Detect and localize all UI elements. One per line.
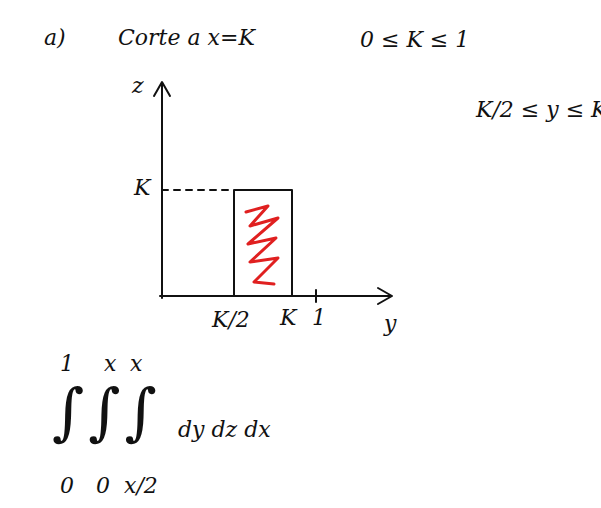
shaded-region (246, 206, 278, 284)
limit: 1 (60, 352, 74, 376)
axis-value: K (280, 306, 296, 330)
axis-value: 1 (312, 306, 326, 330)
axis-value: K/2 (212, 308, 250, 332)
y-arrow (378, 288, 392, 304)
integral-sign: ∫∫∫ (52, 378, 161, 446)
differential: dy dz dx (178, 418, 271, 442)
axis-name: z (132, 74, 144, 98)
heading-note: Corte a x=K (118, 26, 255, 50)
limit: x/2 (124, 474, 158, 498)
y-axis (160, 295, 390, 297)
tick (315, 290, 317, 302)
limit: 0 (96, 474, 110, 498)
range-note: 0 ≤ K ≤ 1 (360, 28, 469, 52)
part-label: a) (44, 26, 66, 50)
axis-value: K (134, 176, 150, 200)
limit: x (104, 352, 116, 376)
section-rectangle (234, 190, 292, 296)
axis-name: y (384, 312, 396, 336)
range-note: K/2 ≤ y ≤ K (476, 98, 601, 122)
z-arrow (154, 82, 170, 96)
limit: x (130, 352, 142, 376)
dashed-guide (162, 189, 234, 191)
limit: 0 (60, 474, 74, 498)
